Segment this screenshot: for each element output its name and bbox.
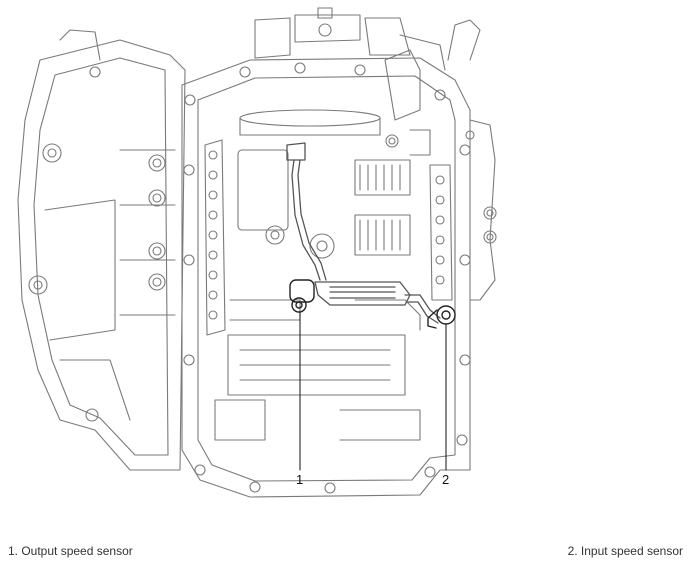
caption-input-speed-sensor: 2. Input speed sensor bbox=[567, 544, 683, 558]
callout-number-1: 1 bbox=[296, 472, 304, 487]
flange-bolts-left bbox=[148, 154, 166, 291]
callout-number-2: 2 bbox=[442, 472, 450, 487]
transmission-case-left bbox=[17, 29, 186, 471]
top-assembly bbox=[254, 7, 446, 121]
output-speed-sensor bbox=[289, 279, 315, 313]
valve-body-hole-chain-right bbox=[429, 164, 453, 301]
valve-body-internals bbox=[214, 109, 431, 441]
transmission-diagram bbox=[17, 7, 497, 498]
valve-body-plate bbox=[181, 57, 471, 498]
sensor-wiring-harness bbox=[286, 142, 441, 324]
input-speed-sensor bbox=[427, 305, 456, 329]
case-right-side bbox=[447, 19, 497, 301]
caption-output-speed-sensor: 1. Output speed sensor bbox=[8, 544, 133, 558]
valve-body-hole-chain-left bbox=[204, 139, 226, 336]
callout-leaders bbox=[299, 311, 447, 471]
